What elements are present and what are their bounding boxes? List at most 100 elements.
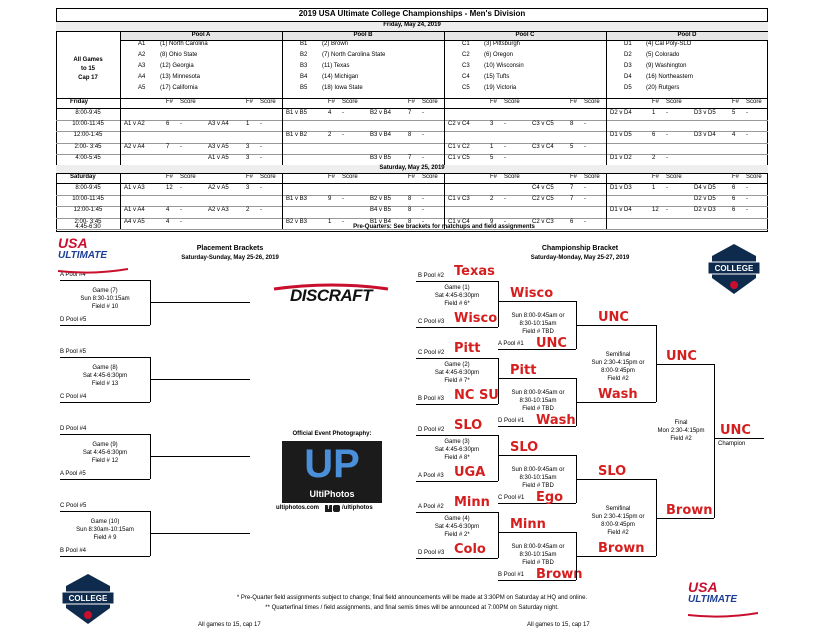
winner-line [576,325,656,326]
column-header: F# [570,174,578,180]
game-info: Final [674,420,688,426]
game-cell: 3 [246,185,250,191]
column-header: Score [260,174,276,180]
game-cell: C3 v C5 [532,121,554,128]
handwritten-team: UGA [454,465,486,480]
divider [444,31,445,98]
game-info: 8:30-10:15am [519,398,557,404]
game-cell: - [666,154,668,161]
game-cell: - [342,218,344,225]
seed-team: (20) Rutgers [646,85,680,91]
game-cell: A2 v A4 [124,143,145,150]
seed-code: A3 [138,63,146,69]
handwritten-team: Wisco [510,286,554,301]
bracket-line [416,435,498,436]
seed-slot: A Pool #2 [418,504,444,510]
game-cell: - [746,196,748,203]
seed-code: C5 [462,85,470,91]
winner-line [150,379,250,380]
game-cell: - [260,121,262,128]
ultiphotos-logo: UP UltiPhotos [282,441,382,503]
game-cell: B1 v B2 [286,132,308,139]
footer-right: All games to 15, cap 17 [527,622,590,628]
game-cell: D1 v D3 [610,185,632,191]
seed-code: D1 [624,41,632,47]
game-cell: 3 [490,121,494,128]
game-info: Field #2 [607,530,629,536]
bracket-line [416,281,498,282]
divider [56,195,768,197]
game-cell: D2 v D3 [694,207,716,214]
game-cell: 6 [732,185,736,191]
bracket-line [656,325,657,402]
divider [56,142,768,144]
game-cell: A2 v A3 [208,207,229,214]
time-slot: 10:00-11:45 [72,196,104,203]
game-info: Sun 8:00-9:45am or [511,544,565,550]
game-cell: 8 [570,121,574,128]
seed-team: (10) Wisconsin [484,63,524,69]
footer-left: All games to 15, cap 17 [198,622,261,628]
column-header: F# [652,174,660,180]
game-cell: A1 v A2 [124,121,145,128]
game-cell: 7 [570,196,574,203]
game-info: Mon 2:30-4:15pm [657,428,705,434]
games-info: All Games to 15 Cap 17 [58,56,118,83]
game-cell: 3 [246,143,250,150]
game-cell: 2 [246,207,250,214]
bracket-line [416,512,498,513]
handwritten-team: SLO [510,440,539,455]
divider [444,98,445,165]
saturday-date-header: Saturday, May 25, 2019 [56,165,768,173]
game-cell: 2 [328,132,332,139]
game-cell: 8 [408,196,412,203]
divider [56,108,768,109]
game-cell: 6 [732,196,736,203]
game-cell: 6 [652,132,656,139]
game-info: 8:30-10:15am [519,552,557,558]
footnote-2: ** Quarterfinal times / field assignment… [265,605,559,611]
divider [606,98,607,165]
handwritten-team: Pitt [510,363,537,378]
handwritten-team: SLO [598,464,627,479]
discraft-logo: DISCRAFT [272,283,390,305]
bracket-line [416,327,498,328]
games-info-line: All Games [73,57,103,63]
seed-slot: D Pool #3 [418,550,445,556]
game-cell: - [584,143,586,150]
winner-line [498,378,576,379]
game-cell: 1 [652,185,656,191]
seed-slot: A Pool #1 [498,341,524,347]
seed-code: D2 [624,52,632,58]
game-cell: A1 v A3 [124,185,145,191]
bracket-line [60,511,150,512]
time-slot: 8:00-9:45 [75,110,101,116]
game-info: Field # 2* [444,532,470,538]
game-cell: 9 [490,218,494,225]
game-cell: - [504,121,506,128]
winner-line [498,455,576,456]
game-cell: - [180,207,182,214]
bracket-line [416,481,498,482]
column-header: Score [180,174,196,180]
footnote-1: * Pre-Quarter field assignments subject … [236,595,588,601]
bracket-line [60,434,150,435]
game-cell: 9 [328,196,332,203]
winner-line [150,456,250,457]
bracket-line [416,404,498,405]
seed-slot: C Pool #3 [418,319,445,325]
divider [56,131,768,133]
svg-text:COLLEGE: COLLEGE [69,594,108,603]
game-cell: 2 [652,154,656,161]
seed-team: (5) Colorado [646,52,680,58]
game-cell: B2 v B5 [370,196,392,203]
game-cell: - [504,143,506,150]
seed-team: (18) Iowa State [322,85,363,91]
game-cell: 4 [166,207,170,214]
column-header: F# [408,99,416,105]
game-cell: 1 [652,110,656,116]
game-info: Field #2 [670,436,692,442]
divider [56,153,768,155]
game-cell: D1 v D4 [610,207,632,214]
seed-slot: C Pool #4 [60,394,87,400]
